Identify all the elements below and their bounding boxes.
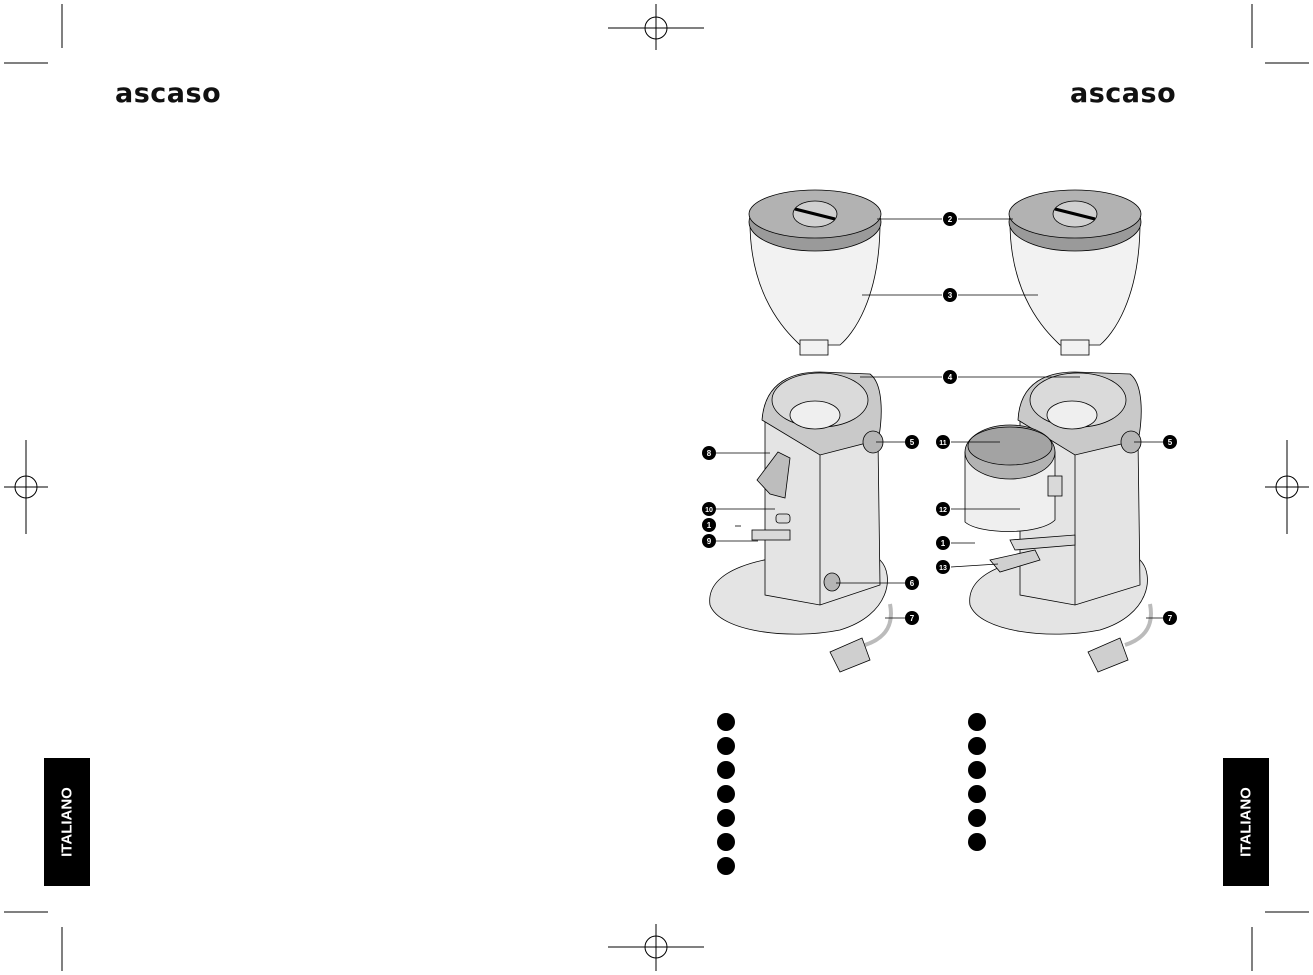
legend-bullet [717, 785, 735, 803]
callout-label: 1 [941, 539, 946, 548]
legend-bullet [968, 833, 986, 851]
callout-label: 3 [948, 291, 953, 300]
callout-label: 8 [707, 449, 712, 458]
callout-label: 6 [910, 579, 915, 588]
callout-label: 2 [948, 215, 953, 224]
callout-label: 13 [939, 565, 947, 572]
legend-bullet [717, 713, 735, 731]
callout-label: 7 [910, 614, 915, 623]
power-switch-left [823, 572, 841, 592]
callout-label: 5 [910, 438, 915, 447]
callouts-right: 11 5 12 1 13 7 [936, 435, 1177, 625]
legend-bullet [968, 785, 986, 803]
legend-bullet [968, 809, 986, 827]
callout-label: 9 [707, 537, 712, 546]
leader-lines [716, 218, 1163, 619]
brand-logo-left: ascaso [115, 78, 222, 109]
callout-label: 10 [705, 507, 713, 514]
language-tab-right: ITALIANO [1223, 758, 1269, 886]
legend-bullet [717, 809, 735, 827]
callout-label: 11 [939, 440, 947, 447]
callout-label: 1 [707, 521, 712, 530]
dispenser-chute-left [756, 451, 791, 499]
legend-bullet [717, 857, 735, 875]
legend-bullet [968, 737, 986, 755]
legend-bullet [717, 737, 735, 755]
legend-bullet [717, 761, 735, 779]
callout-label: 5 [1168, 438, 1173, 447]
power-plug-left [829, 637, 871, 673]
callout-label: 7 [1168, 614, 1173, 623]
language-tab-left: ITALIANO [44, 758, 90, 886]
legend-bullet [968, 713, 986, 731]
callouts-left: 2 3 4 5 8 10 1 9 6 7 [702, 212, 957, 625]
grinder-left [709, 189, 893, 673]
power-plug-right [1087, 637, 1129, 673]
callout-label: 12 [939, 507, 947, 514]
legend-bullet [968, 761, 986, 779]
callout-label: 4 [948, 373, 953, 382]
grinder-right [964, 189, 1153, 673]
brand-logo-right: ascaso [1070, 78, 1177, 109]
legend-bullet [717, 833, 735, 851]
